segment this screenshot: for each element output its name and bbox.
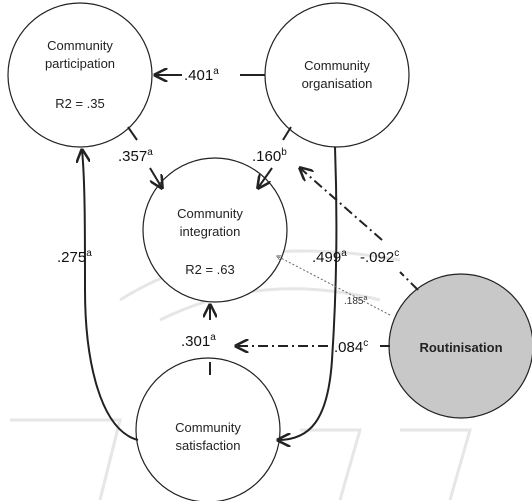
integration-label-1: Community — [177, 206, 243, 221]
coef-org-to-part: .401a — [184, 66, 219, 84]
routinisation-label: Routinisation — [419, 340, 502, 355]
coef-sat-to-int: .301a — [181, 332, 216, 350]
edge-org-to-int — [282, 126, 292, 141]
satisfaction-label-1: Community — [175, 420, 241, 435]
participation-label-1: Community — [47, 38, 113, 53]
edge-rout-to-int — [277, 256, 391, 316]
edge-org-to-int-head — [258, 167, 273, 188]
participation-node — [7, 2, 153, 148]
edge-rout-to-org-lower — [399, 271, 419, 291]
integration-node — [142, 157, 288, 303]
integration-r2: R2 = .63 — [185, 262, 235, 277]
participation-r2: R2 = .35 — [55, 96, 105, 111]
participation-label-2: participation — [45, 56, 115, 71]
edge-part-to-int — [127, 126, 138, 141]
coef-part-to-int: .357a — [118, 147, 153, 165]
edge-org-to-sat — [278, 146, 338, 440]
edge-sat-to-part — [82, 150, 139, 441]
integration-label-2: integration — [180, 224, 241, 239]
coef-rout-to-int: .185a — [344, 295, 367, 307]
coef-org-to-int: .160b — [252, 147, 287, 165]
coef-sat-to-part: .275a — [57, 248, 92, 266]
organisation-label-1: Community — [304, 58, 370, 73]
organisation-label-2: organisation — [302, 76, 373, 91]
edge-part-to-int-head — [149, 167, 162, 188]
coef-rout-to-sat: .084c — [334, 338, 368, 356]
coef-rout-to-org: -.092c — [360, 248, 399, 266]
satisfaction-node — [135, 357, 281, 501]
coef-org-to-sat: .499a — [312, 248, 347, 266]
satisfaction-label-2: satisfaction — [175, 438, 240, 453]
organisation-node — [264, 2, 410, 148]
edge-rout-to-org-upper — [300, 168, 383, 241]
